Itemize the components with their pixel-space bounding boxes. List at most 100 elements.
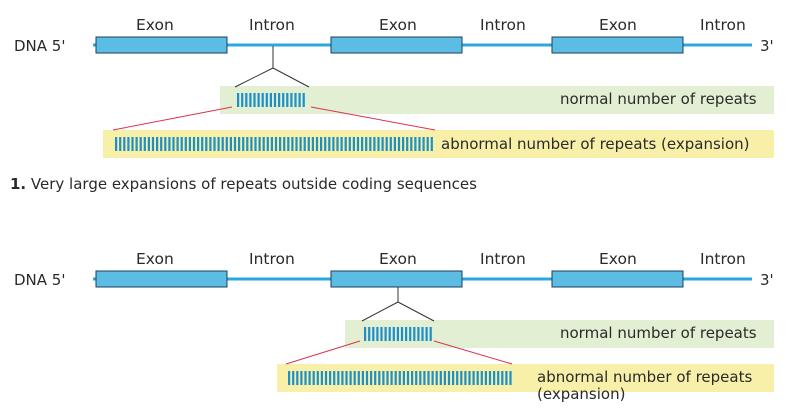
repeat-unit — [328, 137, 331, 151]
repeat-unit — [497, 371, 500, 385]
header-intron-2: Intron — [480, 250, 526, 268]
repeat-unit — [368, 327, 371, 341]
normal-repeats-label: normal number of repeats — [560, 324, 757, 342]
repeat-unit — [283, 137, 286, 151]
repeat-unit — [304, 371, 307, 385]
repeat-unit — [402, 137, 405, 151]
repeat-unit — [409, 327, 412, 341]
repeat-unit — [372, 327, 375, 341]
repeat-unit — [324, 137, 327, 151]
caption-text: Very large expansions of repeats outside… — [30, 175, 477, 193]
repeat-unit — [147, 137, 150, 151]
expanded-repeats — [115, 137, 433, 151]
repeat-unit — [115, 137, 118, 151]
expansion-line-left — [112, 106, 233, 131]
repeat-unit — [143, 137, 146, 151]
repeat-unit — [341, 371, 344, 385]
repeat-unit — [373, 137, 376, 151]
repeat-unit — [156, 137, 159, 151]
exon-box-3 — [551, 36, 684, 54]
repeat-unit — [176, 137, 179, 151]
repeat-unit — [127, 137, 130, 151]
expanded-repeats — [288, 371, 512, 385]
repeat-unit — [298, 93, 301, 107]
repeat-unit — [329, 371, 332, 385]
connector-right — [397, 301, 435, 322]
repeat-unit — [229, 137, 232, 151]
repeat-unit — [396, 327, 399, 341]
normal-repeats-label: normal number of repeats — [560, 90, 757, 108]
header-intron-1: Intron — [249, 250, 295, 268]
repeat-unit — [488, 371, 492, 385]
normal-repeats — [237, 93, 305, 107]
repeat-unit — [290, 93, 293, 107]
exon-box-3 — [551, 270, 684, 288]
repeat-unit — [425, 327, 428, 341]
repeat-unit — [302, 93, 305, 107]
repeat-unit — [456, 371, 459, 385]
header-exon-3: Exon — [599, 16, 637, 34]
repeat-unit — [431, 371, 434, 385]
repeat-unit — [414, 137, 417, 151]
connector-left — [234, 67, 274, 88]
repeat-unit — [254, 137, 257, 151]
repeat-unit — [380, 327, 383, 341]
header-intron-3: Intron — [700, 16, 746, 34]
repeat-unit — [308, 371, 311, 385]
abnormal-repeats-label-cont: (expansion) — [537, 385, 626, 403]
repeat-unit — [303, 137, 306, 151]
repeat-unit — [315, 137, 319, 151]
repeat-unit — [493, 371, 496, 385]
header-intron-1: Intron — [249, 16, 295, 34]
repeat-unit — [410, 137, 413, 151]
repeat-unit — [381, 137, 384, 151]
repeat-unit — [164, 137, 167, 151]
repeat-unit — [201, 137, 204, 151]
repeat-unit — [413, 327, 416, 341]
repeat-unit — [364, 327, 367, 341]
repeat-unit — [311, 137, 314, 151]
repeat-unit — [406, 371, 410, 385]
repeat-unit — [406, 137, 409, 151]
header-intron-2: Intron — [480, 16, 526, 34]
repeat-unit — [294, 93, 297, 107]
repeat-unit — [386, 371, 389, 385]
repeat-unit — [180, 137, 183, 151]
repeat-unit — [197, 137, 200, 151]
repeat-unit — [349, 371, 352, 385]
strand-start-label: DNA 5' — [14, 37, 66, 55]
repeat-unit — [233, 137, 237, 151]
repeat-unit — [238, 137, 241, 151]
header-exon-3: Exon — [599, 250, 637, 268]
strand-end-label: 3' — [760, 37, 774, 55]
repeat-unit — [361, 371, 364, 385]
repeat-unit — [452, 371, 455, 385]
strand-end-label: 3' — [760, 271, 774, 289]
repeat-unit — [382, 371, 385, 385]
repeat-unit — [258, 137, 261, 151]
repeat-unit — [509, 371, 512, 385]
repeat-unit — [295, 137, 298, 151]
repeat-unit — [411, 371, 414, 385]
repeat-unit — [361, 137, 364, 151]
expansion-line-left — [285, 340, 361, 365]
repeat-unit — [356, 137, 360, 151]
repeat-unit — [344, 137, 347, 151]
repeat-unit — [374, 371, 377, 385]
repeat-unit — [340, 137, 343, 151]
repeat-unit — [484, 371, 487, 385]
repeat-unit — [501, 371, 504, 385]
repeat-unit — [168, 137, 171, 151]
repeat-unit — [135, 137, 138, 151]
abnormal-repeats-label: abnormal number of repeats — [537, 368, 753, 386]
repeat-unit — [353, 371, 356, 385]
repeat-unit — [192, 137, 196, 151]
repeat-unit — [418, 137, 421, 151]
repeat-unit — [384, 327, 387, 341]
repeat-unit — [241, 93, 244, 107]
repeat-unit — [427, 371, 430, 385]
repeat-unit — [213, 137, 216, 151]
repeat-unit — [422, 137, 425, 151]
repeat-unit — [286, 93, 289, 107]
